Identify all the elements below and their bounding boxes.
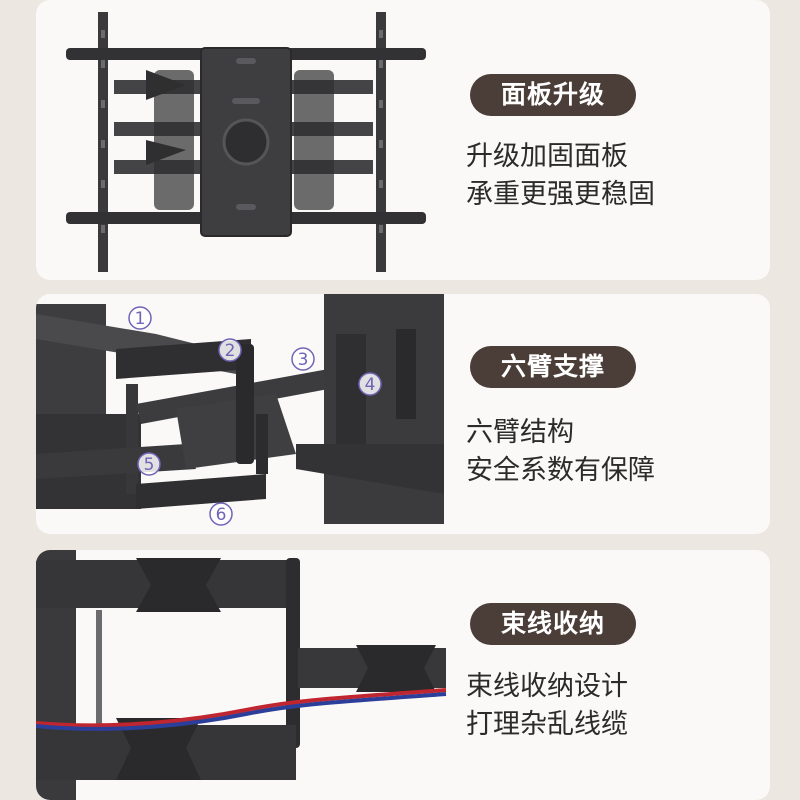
section-description: 升级加固面板 承重更强更稳固 bbox=[466, 138, 655, 214]
arm-number: 5 bbox=[144, 455, 155, 475]
feature-panel-upgrade: 面板升级 升级加固面板 承重更强更稳固 bbox=[36, 0, 770, 280]
arm-number: 3 bbox=[298, 350, 309, 370]
feature-panel-six-arms: 1 2 3 4 5 6 六臂支撑 六臂结构 安全系数有保障 bbox=[36, 294, 770, 534]
section-title-pill: 六臂支撑 bbox=[470, 346, 636, 388]
description-line: 六臂结构 bbox=[466, 417, 574, 448]
section-title-pill: 束线收纳 bbox=[470, 603, 636, 645]
description-line: 承重更强更稳固 bbox=[466, 179, 655, 210]
description-line: 安全系数有保障 bbox=[466, 455, 655, 486]
section-description: 六臂结构 安全系数有保障 bbox=[466, 414, 655, 490]
section-description: 束线收纳设计 打理杂乱线缆 bbox=[466, 668, 628, 744]
description-line: 束线收纳设计 bbox=[466, 671, 628, 702]
arm-number: 6 bbox=[216, 505, 227, 525]
mount-arms-photo: 1 2 3 4 5 6 bbox=[36, 294, 444, 526]
mount-front-photo bbox=[66, 12, 426, 272]
description-line: 打理杂乱线缆 bbox=[466, 709, 628, 740]
arm-number: 4 bbox=[365, 375, 376, 395]
section-title-pill: 面板升级 bbox=[470, 74, 636, 116]
arm-number: 2 bbox=[225, 341, 236, 361]
feature-panel-cable-management: 束线收纳 束线收纳设计 打理杂乱线缆 bbox=[36, 550, 770, 800]
description-line: 升级加固面板 bbox=[466, 141, 628, 172]
cable-arm-photo bbox=[36, 550, 447, 800]
arm-number: 1 bbox=[135, 309, 146, 329]
